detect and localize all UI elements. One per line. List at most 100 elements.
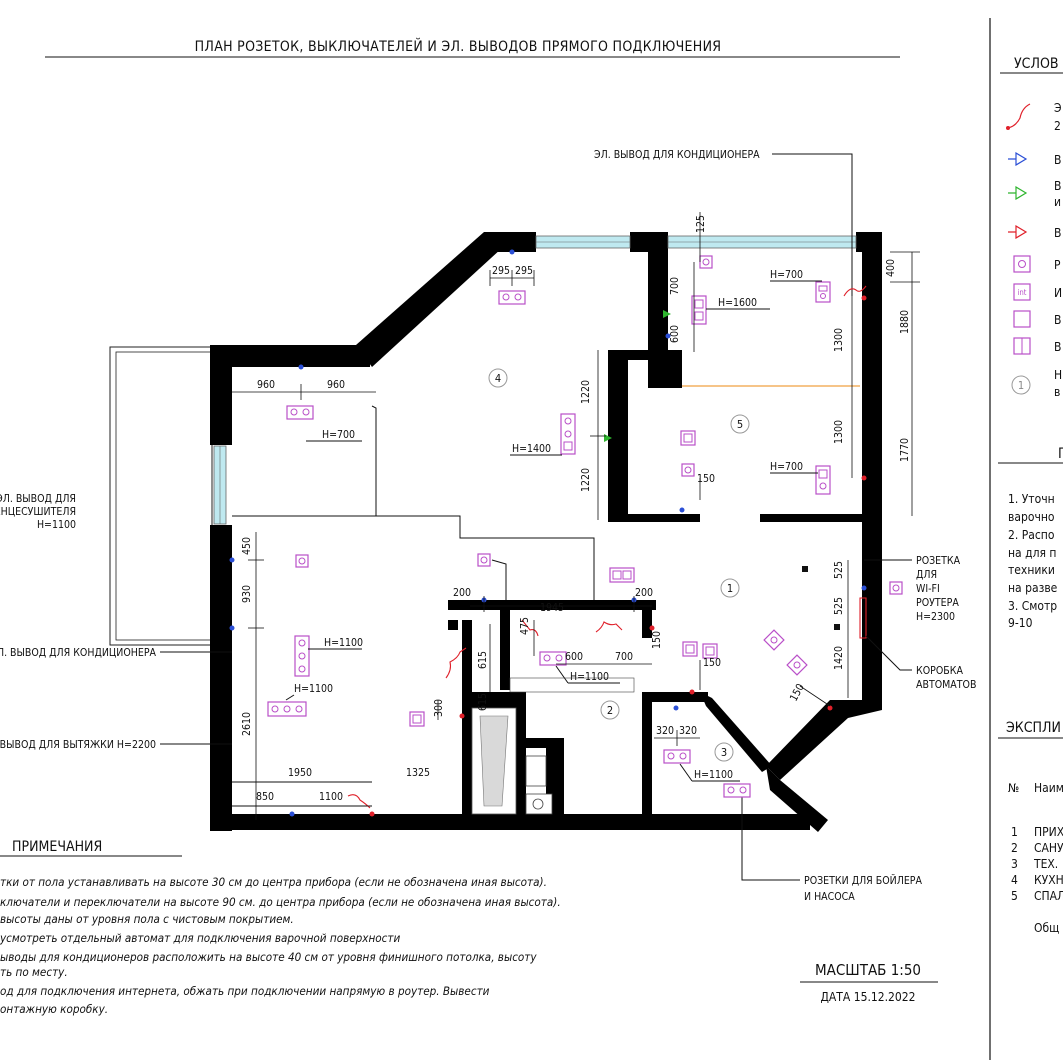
legend-text: Н: [1054, 368, 1062, 382]
general-note-line: на для п: [1008, 546, 1056, 560]
socket: [681, 463, 695, 477]
explication-row-num: 1: [1011, 825, 1018, 839]
legend-text: В: [1054, 340, 1061, 354]
room-number-icon: [1011, 375, 1031, 395]
callout-towel-line3: H=1100: [37, 519, 76, 531]
dimension: 1325: [406, 767, 430, 779]
dimension: 295: [492, 265, 510, 277]
cable-symbol-icon: [1007, 103, 1031, 129]
callout-wifi-1: РОЗЕТКА: [916, 555, 961, 567]
dimension: 700: [669, 277, 681, 295]
callout-wifi-2: ДЛЯ: [916, 569, 937, 581]
callout-box-1: КОРОБКА: [916, 665, 963, 677]
dimension: 1300: [833, 328, 845, 352]
triple-socket: [267, 701, 307, 717]
double-socket: [663, 749, 691, 764]
box-icon: [1013, 310, 1031, 328]
dimension: 475: [519, 617, 531, 635]
dimension-texts: 295 295 125 700 600 400 1880 1300 1300 1…: [241, 215, 911, 803]
note-line: онтажную коробку.: [0, 1002, 108, 1016]
notes-heading: ПРИМЕЧАНИЯ: [12, 839, 102, 855]
double-socket: [539, 651, 567, 666]
switch: [815, 281, 831, 303]
note-line: ыводы для кондиционеров расположить на в…: [0, 950, 537, 964]
height-label: H=1400: [512, 443, 551, 455]
switch-box: [702, 643, 718, 659]
explication-col-num: №: [1008, 781, 1019, 795]
ceiling-point: [834, 624, 840, 630]
triple-socket-vertical: [560, 413, 576, 455]
explication-row-num: 5: [1011, 889, 1018, 903]
note-line: высоты даны от уровня пола с чистовым по…: [0, 912, 294, 926]
dimension: 1420: [833, 646, 845, 670]
explication-total: Общ: [1034, 921, 1059, 935]
scale-block: МАСШТАБ 1:50 ДАТА 15.12.2022: [800, 961, 938, 1004]
socket: [699, 255, 713, 269]
general-note-line: варочно: [1008, 510, 1055, 524]
general-note-line: на разве: [1008, 581, 1058, 595]
height-label: H=1100: [570, 671, 609, 683]
legend-text: в: [1054, 385, 1060, 399]
switch-box: [409, 711, 425, 727]
dimension: 960: [257, 379, 275, 391]
explication-row-name: САНУ: [1034, 841, 1063, 855]
height-label: H=1600: [718, 297, 757, 309]
explication-col-name: Наим: [1034, 781, 1063, 795]
height-label: H=700: [322, 429, 355, 441]
legend-block: УСЛОВ Э 2 В В и В Р int И В В 1 Н в: [1000, 56, 1063, 399]
legend-text: В: [1054, 226, 1061, 240]
switch-box: [682, 641, 698, 657]
dimension: 150: [788, 682, 807, 704]
dimension: 700: [615, 651, 633, 663]
dimension: 1950: [288, 767, 312, 779]
socket: [295, 554, 309, 568]
callouts: ЭЛ. ВЫВОД ДЛЯ КОНДИЦИОНЕРА ЭЛ. ВЫВОД ДЛЯ…: [0, 149, 976, 903]
callout-wifi-3: WI-FI: [916, 583, 940, 595]
socket: [477, 553, 491, 567]
dimension: 930: [241, 585, 253, 603]
general-note-line: 9-10: [1008, 616, 1033, 630]
dimension: 150: [697, 473, 715, 485]
room-1-number: 1: [727, 582, 733, 595]
legend-heading: УСЛОВ: [1014, 56, 1059, 72]
switch-box: [680, 430, 696, 446]
dimension: 615: [477, 651, 489, 669]
general-note-line: 3. Смотр: [1008, 599, 1057, 613]
cable-squiggles: [347, 285, 867, 809]
callout-boiler-2: И НАСОСА: [804, 891, 855, 903]
general-notes-block: П 1. Уточн варочно 2. Распо на для п тех…: [998, 446, 1063, 630]
wall-markers: [229, 249, 867, 817]
socket-icon: [1013, 255, 1031, 273]
dimension: 1220: [580, 468, 592, 492]
room-3-number: 3: [721, 746, 727, 759]
legend-text: 2: [1054, 119, 1061, 133]
legend-text: Э: [1054, 101, 1062, 115]
dimension: 1770: [899, 438, 911, 462]
general-note-line: техники: [1008, 563, 1055, 577]
height-labels: H=700 H=1600 H=700 H=1400 H=700 H=1100 H…: [285, 269, 822, 782]
balcony: [109, 346, 213, 646]
height-label: H=1100: [324, 637, 363, 649]
dimension: 960: [327, 379, 345, 391]
legend-text: В: [1054, 313, 1061, 327]
note-line: тки от пола устанавливать на высоте 30 с…: [0, 875, 547, 889]
room-markers: 4 5 1 2 3: [488, 368, 750, 762]
dimension: 200: [453, 587, 471, 599]
height-label: H=700: [770, 461, 803, 473]
walls: [210, 232, 882, 832]
dimension: 600: [669, 325, 681, 343]
double-switch: [609, 567, 635, 583]
int-socket: [691, 295, 707, 325]
internet-socket-icon: [1013, 283, 1031, 301]
dimension: 320: [679, 725, 697, 737]
general-note-line: 1. Уточн: [1008, 492, 1055, 506]
dimension: 1300: [833, 420, 845, 444]
legend-text: и: [1054, 195, 1061, 209]
dimension: 150: [651, 631, 663, 649]
callout-towel-line1: ЭЛ. ВЫВОД ДЛЯ: [0, 493, 76, 505]
windows: [213, 235, 857, 525]
callout-box-2: АВТОМАТОВ: [916, 679, 976, 691]
explication-row-name: КУХН: [1034, 873, 1063, 887]
room-5-number: 5: [737, 418, 743, 431]
note-line: ть по месту.: [0, 965, 68, 979]
